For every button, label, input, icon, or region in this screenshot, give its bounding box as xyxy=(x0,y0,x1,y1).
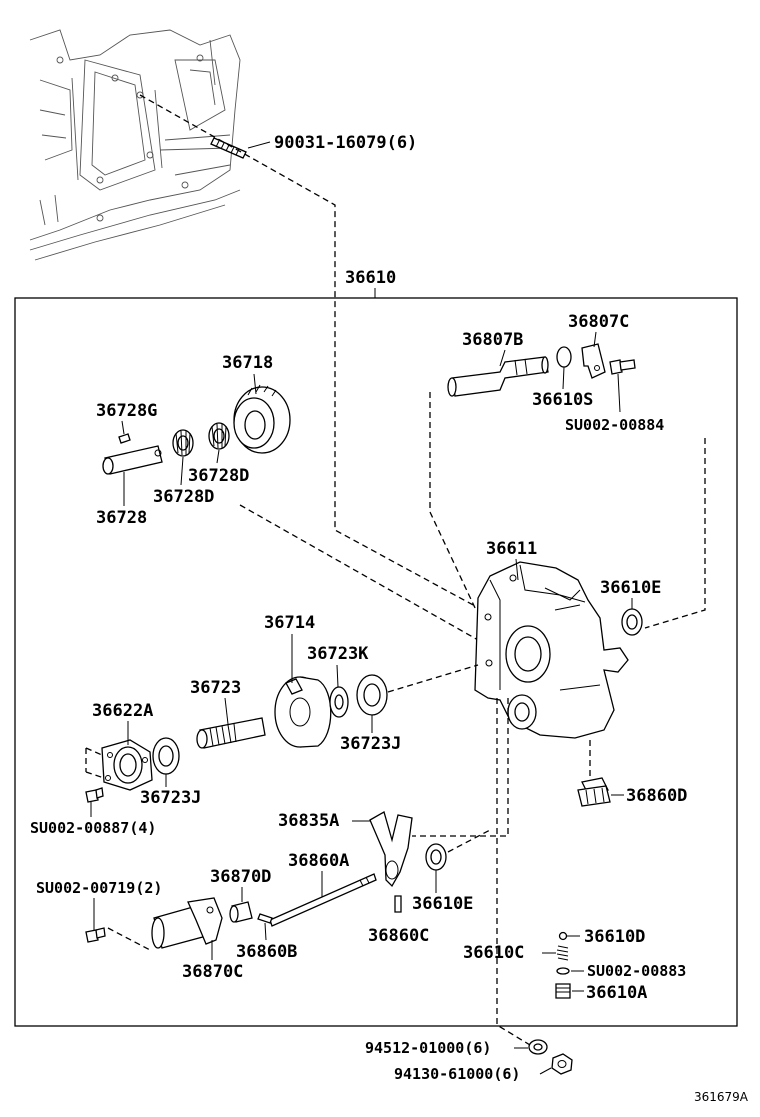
dashed-line-nuts xyxy=(496,698,531,1046)
label-36870c: 36870C xyxy=(182,962,243,982)
label-36723: 36723 xyxy=(190,678,241,698)
label-36860d: 36860D xyxy=(626,786,687,806)
figure-number: 361679A xyxy=(694,1090,749,1104)
label-36610s: 36610S xyxy=(532,390,593,410)
label-36622a: 36622A xyxy=(92,701,153,721)
lock-plate-36807c xyxy=(581,343,606,379)
label-36860a: 36860A xyxy=(288,851,349,871)
ball-36610d xyxy=(558,931,568,941)
dashed-line-fork xyxy=(412,698,509,837)
bolt-su002-00887 xyxy=(85,787,104,803)
oil-seal-36610e-lower xyxy=(425,843,447,871)
oil-seal-36610e-upper xyxy=(621,608,643,636)
label-36610a: 36610A xyxy=(586,983,647,1003)
cover-36622a xyxy=(101,739,153,791)
label-36714: 36714 xyxy=(264,613,315,633)
label-36718: 36718 xyxy=(222,353,273,373)
needle-bearing-36728d-a xyxy=(208,422,230,450)
transmission-case-illustration xyxy=(29,29,241,261)
dashed-line-seal-lower xyxy=(447,829,491,853)
gear-36718 xyxy=(233,384,291,454)
label-su002-00719: SU002-00719(2) xyxy=(36,879,162,897)
label-36728d-1: 36728D xyxy=(188,466,249,486)
shaft-36723 xyxy=(196,717,266,749)
label-94512-01000: 94512-01000(6) xyxy=(365,1039,491,1057)
label-36610e-lower: 36610E xyxy=(412,894,473,914)
dashed-cover-bolts xyxy=(85,747,105,779)
plug-36860d xyxy=(577,777,611,807)
shift-fork-36835a xyxy=(369,811,413,888)
gear-36714 xyxy=(274,676,332,748)
nut-94130 xyxy=(551,1053,573,1075)
pin-36860b xyxy=(257,913,273,924)
label-36723j-lower: 36723J xyxy=(140,788,201,808)
label-36860b: 36860B xyxy=(236,942,297,962)
label-36870d: 36870D xyxy=(210,867,271,887)
label-90031-16079: 90031-16079(6) xyxy=(274,133,417,153)
collar-36870d xyxy=(229,901,253,923)
dashed-alignment-line xyxy=(139,94,476,607)
label-36835a: 36835A xyxy=(278,811,339,831)
leader-90031 xyxy=(247,141,271,149)
label-36807c: 36807C xyxy=(568,312,629,332)
label-36723k: 36723K xyxy=(307,644,369,664)
label-su002-00883: SU002-00883 xyxy=(587,962,686,980)
needle-bearing-36728d-b xyxy=(172,429,194,457)
label-36728g: 36728G xyxy=(96,401,157,421)
label-36723j-upper: 36723J xyxy=(340,734,401,754)
label-36610e-upper: 36610E xyxy=(600,578,661,598)
gasket-su002-00883 xyxy=(556,967,570,975)
o-ring-36610s xyxy=(556,346,572,368)
spring-36610c xyxy=(556,945,569,961)
bearing-36723j-lower xyxy=(152,737,180,775)
label-36610c: 36610C xyxy=(463,943,524,963)
shift-rod-36860a xyxy=(269,873,377,927)
label-36611: 36611 xyxy=(486,539,537,559)
label-su002-00887: SU002-00887(4) xyxy=(30,819,156,837)
pin-36728g xyxy=(118,433,131,444)
assembly-frame xyxy=(14,297,738,1027)
dashed-line-gear-shaft xyxy=(239,504,479,641)
bearing-36723j-upper xyxy=(356,674,388,716)
label-36728d-2: 36728D xyxy=(153,487,214,507)
housing-36611 xyxy=(474,561,629,739)
label-36860c: 36860C xyxy=(368,926,429,946)
label-36610d: 36610D xyxy=(584,927,645,947)
assembly-label-36610: 36610 xyxy=(345,268,396,288)
label-94130-61000: 94130-61000(6) xyxy=(394,1065,520,1083)
label-su002-00884: SU002-00884 xyxy=(565,416,664,434)
dashed-line-bracket xyxy=(644,438,706,629)
bolt-su002-00884 xyxy=(609,359,636,375)
shaft-36807b xyxy=(447,356,549,397)
stud-bolt xyxy=(210,137,247,159)
dashed-line-shaft xyxy=(429,392,477,611)
label-36728: 36728 xyxy=(96,508,147,528)
sleeve-36870c xyxy=(151,897,223,949)
washer-94512 xyxy=(528,1039,548,1055)
pin-36860c xyxy=(394,895,402,913)
dashed-line-sleeve xyxy=(107,927,151,951)
dashed-line-bearing xyxy=(387,664,479,693)
shaft-36728 xyxy=(102,445,163,475)
plug-36610a xyxy=(555,983,571,999)
bolt-su002-00719 xyxy=(85,927,106,943)
label-36807b: 36807B xyxy=(462,330,523,350)
